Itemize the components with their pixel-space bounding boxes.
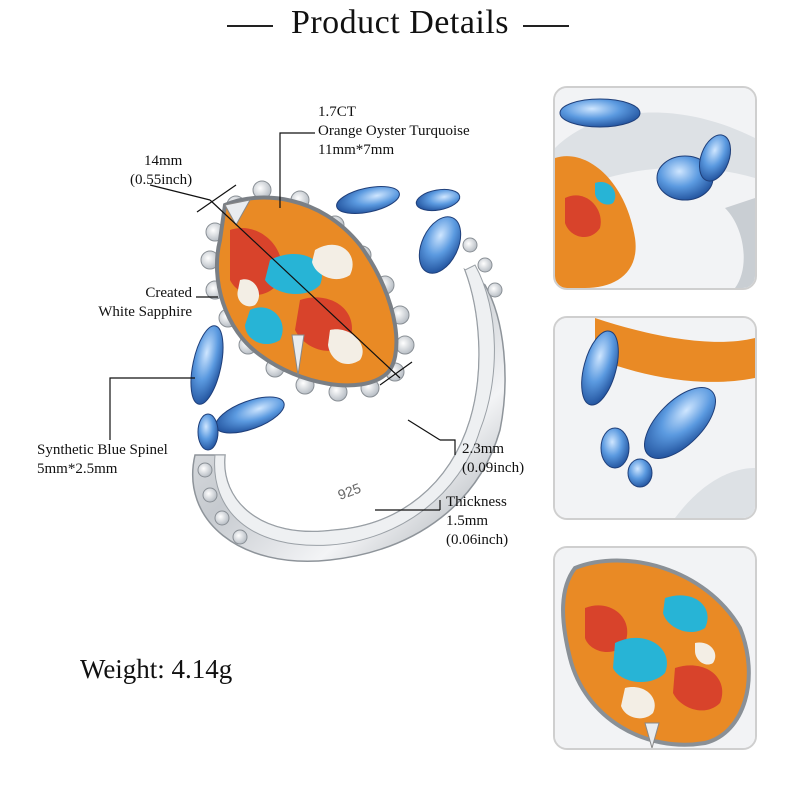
thickness-label: Thickness 1.5mm (0.06inch) <box>446 493 508 550</box>
center-stone <box>215 195 399 388</box>
width-inch: (0.55inch) <box>130 172 193 188</box>
side-stone-label: Created White Sapphire <box>40 284 192 322</box>
side-detail-image <box>555 88 755 288</box>
spinel-name: Synthetic Blue Spinel <box>37 442 168 458</box>
center-stone-name: Orange Oyster Turquoise <box>318 123 470 139</box>
title-divider-left <box>227 25 273 27</box>
thumbnail-center-stone-detail[interactable] <box>553 546 757 750</box>
thickness-inch: (0.06inch) <box>446 532 509 548</box>
title-divider-right <box>523 25 569 27</box>
weight-label: Weight: 4.14g <box>80 654 233 684</box>
spinel-size: 5mm*2.5mm <box>37 461 118 477</box>
blue-spinel-stones <box>190 186 462 451</box>
side-stone-line1: Created <box>145 285 192 301</box>
center-stone-label: 1.7CT Orange Oyster Turquoise 11mm*7mm <box>318 103 470 160</box>
marquise-detail-image <box>555 318 755 518</box>
width-label: 14mm (0.55inch) <box>130 152 192 190</box>
annotation-lines <box>109 132 456 511</box>
band-width-line <box>407 419 441 441</box>
width-mm: 14mm <box>144 153 183 169</box>
center-stone-size: 11mm*7mm <box>318 142 395 158</box>
side-stone-line2: White Sapphire <box>98 304 192 320</box>
band-width-label: 2.3mm (0.09inch) <box>462 440 524 478</box>
thumbnail-marquise-detail[interactable] <box>553 316 757 520</box>
center-stone-detail-image <box>555 548 755 748</box>
thickness-title: Thickness <box>446 494 507 510</box>
center-stone-leader <box>279 132 315 208</box>
page-header: Product Details <box>0 4 800 44</box>
thumbnail-side-detail[interactable] <box>553 86 757 290</box>
spinel-label: Synthetic Blue Spinel 5mm*2.5mm <box>37 441 168 479</box>
thickness-mm: 1.5mm <box>446 513 489 529</box>
center-stone-carat: 1.7CT <box>318 104 356 120</box>
page-title: Product Details <box>290 4 510 41</box>
band-width-inch: (0.09inch) <box>462 460 525 476</box>
engraving-925: 925 <box>336 480 364 503</box>
ring-band: 925 <box>192 264 506 562</box>
width-dimension-line <box>209 199 401 379</box>
band-width-mm: 2.3mm <box>462 441 505 457</box>
spinel-leader <box>109 377 195 440</box>
